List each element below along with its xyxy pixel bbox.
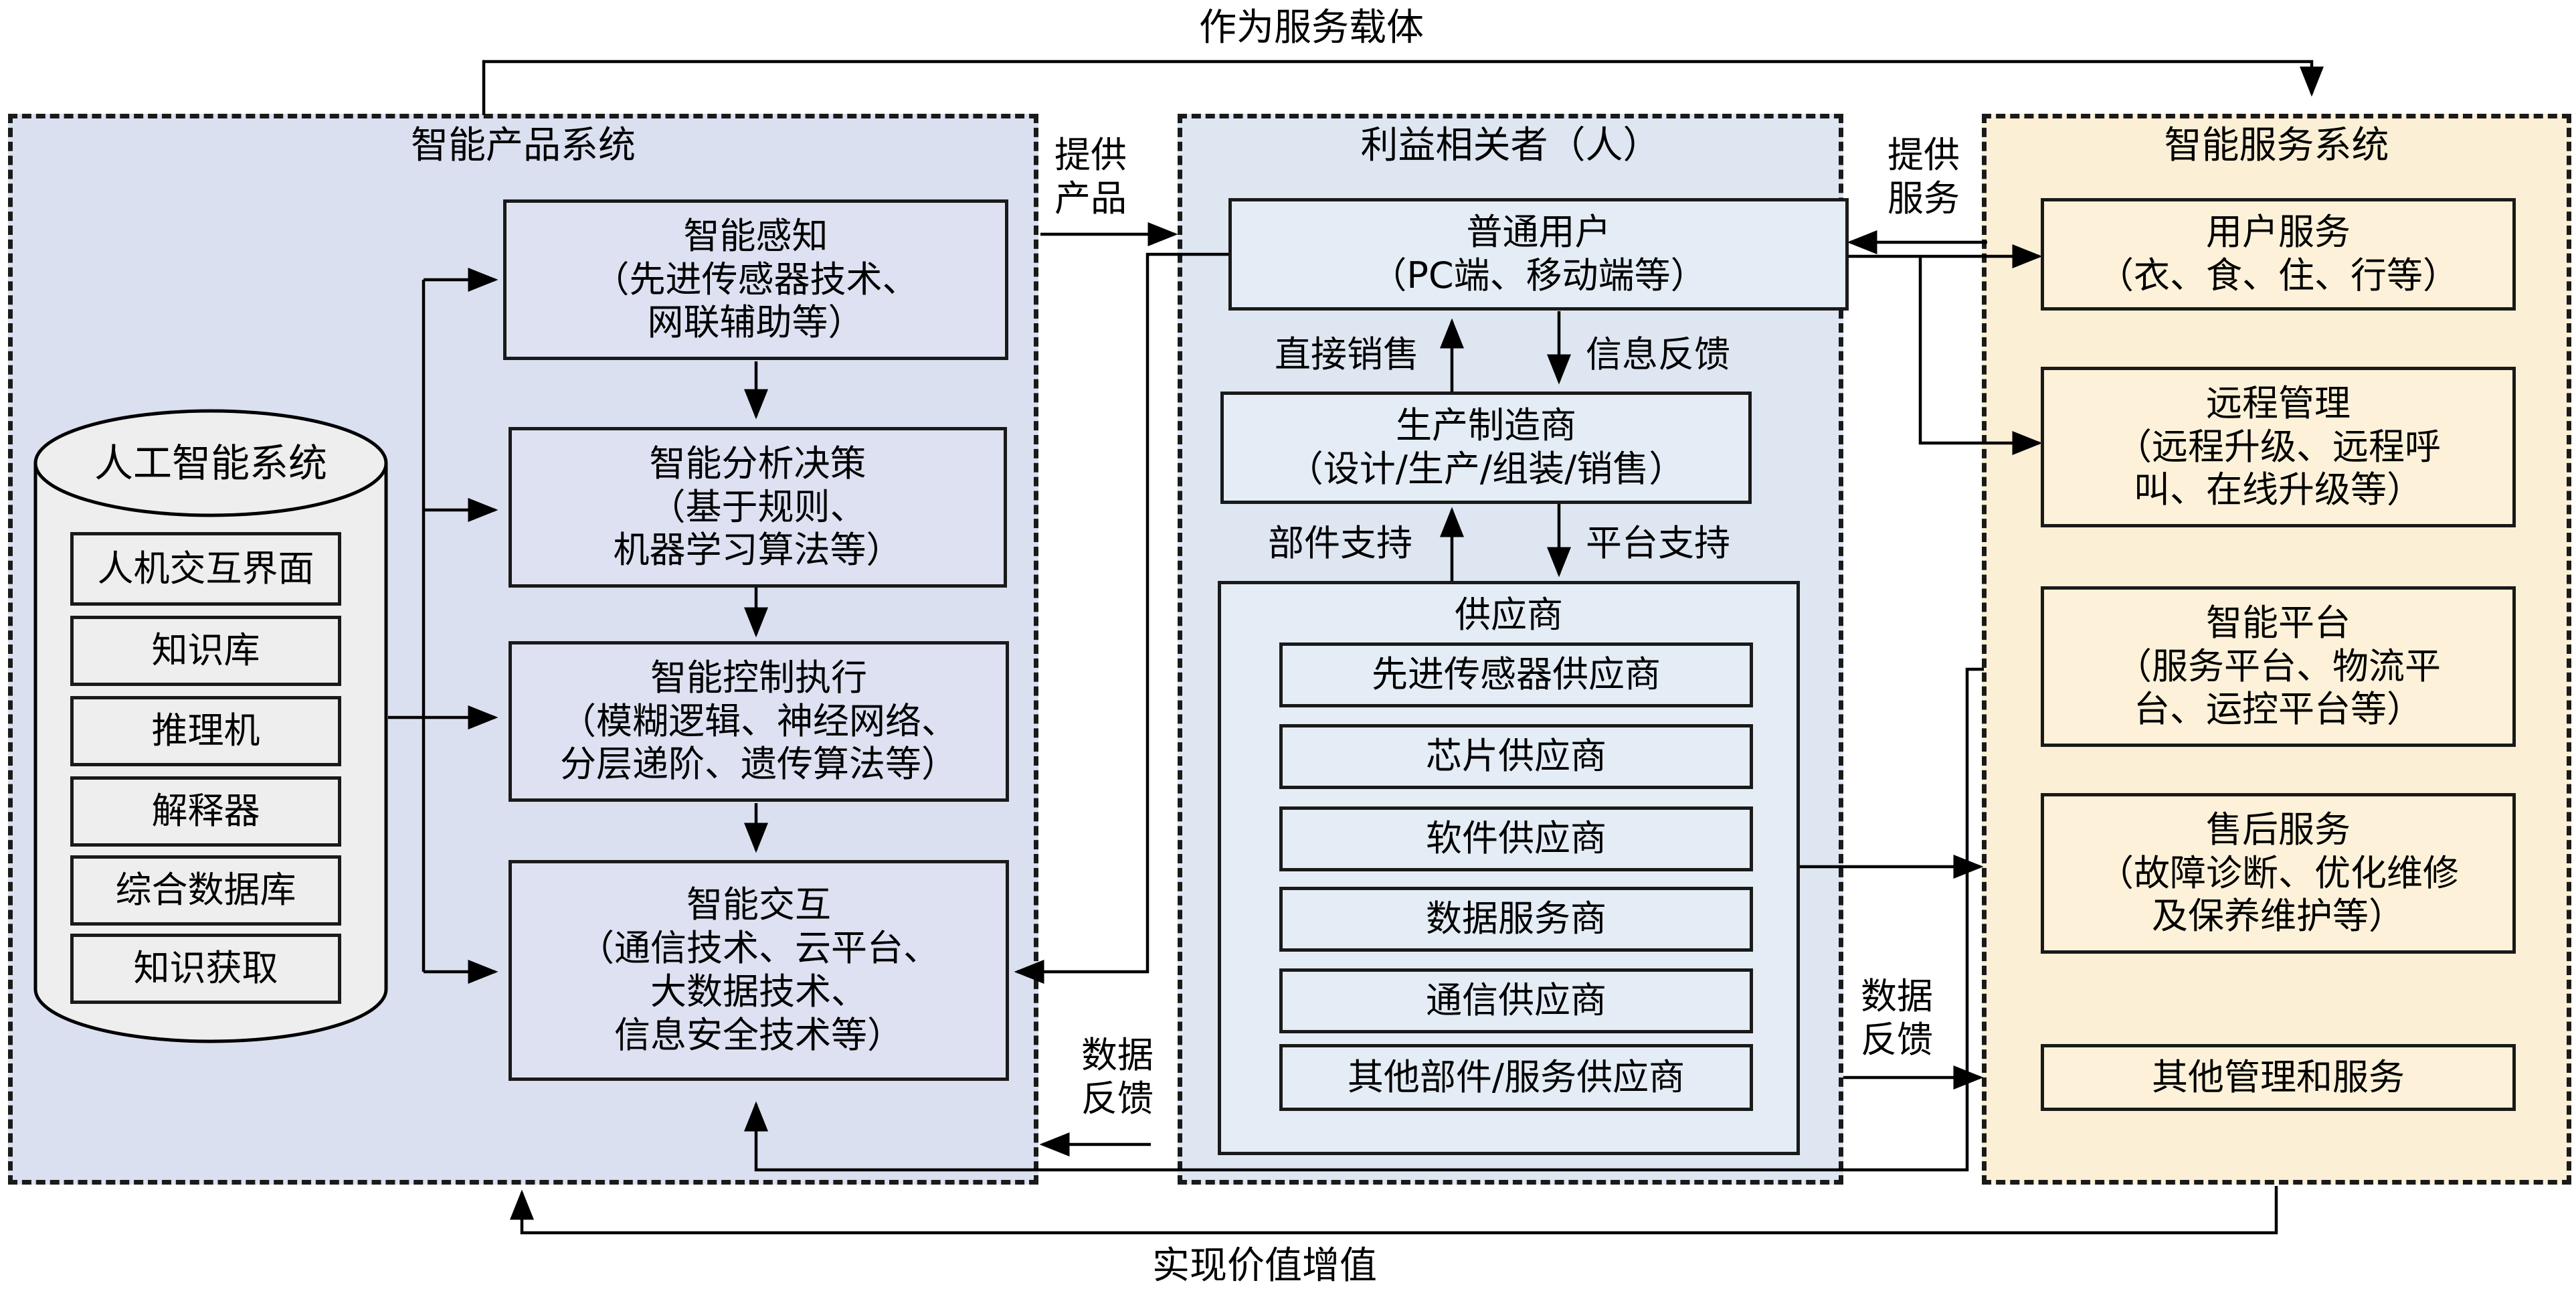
supplier-item: 其他部件/服务供应商 (1279, 1044, 1753, 1111)
value-added-label: 实现价值增值 (1152, 1244, 1377, 1288)
platform-support-label: 平台支持 (1586, 522, 1730, 564)
ai-item: 综合数据库 (70, 855, 341, 926)
data-feedback-right-label: 数据反馈 (1861, 975, 1933, 1061)
provide-product-label: 提供产品 (1054, 134, 1127, 220)
info-feedback-label: 信息反馈 (1586, 333, 1730, 375)
serve-carrier-label: 作为服务载体 (1199, 6, 1424, 50)
module-control: 智能控制执行 （模糊逻辑、神经网络、 分层递阶、遗传算法等） (509, 641, 1009, 802)
ai-item: 推理机 (70, 696, 341, 766)
supplier-item: 通信供应商 (1279, 968, 1753, 1033)
service-remote-mgmt: 远程管理 （远程升级、远程呼 叫、在线升级等） (2041, 367, 2516, 527)
service-platform: 智能平台 （服务平台、物流平 台、运控平台等） (2041, 586, 2516, 747)
ai-item: 知识获取 (70, 934, 341, 1004)
service-user: 用户服务 （衣、食、住、行等） (2041, 198, 2516, 311)
supplier-item: 芯片供应商 (1279, 724, 1753, 789)
direct-sales-label: 直接销售 (1275, 333, 1419, 375)
service-other: 其他管理和服务 (2041, 1044, 2516, 1111)
supplier-item: 数据服务商 (1279, 887, 1753, 952)
manufacturer-box: 生产制造商 （设计/生产/组装/销售） (1220, 392, 1752, 504)
product-system-title: 智能产品系统 (411, 124, 636, 167)
service-after-sales: 售后服务 （故障诊断、优化维修 及保养维护等） (2041, 793, 2516, 954)
parts-support-label: 部件支持 (1268, 522, 1412, 564)
supplier-item: 先进传感器供应商 (1279, 642, 1753, 707)
platform-feedback-arrow (744, 667, 1984, 1172)
provide-service-label: 提供服务 (1888, 134, 1960, 220)
to-remote-mgmt-arrow (1918, 256, 2043, 455)
serve-carrier-arrow (482, 60, 2324, 115)
module-interaction: 智能交互 （通信技术、云平台、 大数据技术、 信息安全技术等） (509, 860, 1009, 1081)
data-feedback-left-label: 数据反馈 (1081, 1034, 1154, 1120)
service-system-title: 智能服务系统 (2164, 124, 2389, 167)
ai-item: 人机交互界面 (70, 532, 341, 606)
ai-item: 知识库 (70, 616, 341, 686)
module-sensing: 智能感知 （先进传感器技术、 网联辅助等） (503, 199, 1008, 360)
user-to-interaction-arrow (1014, 252, 1228, 984)
supplier-item: 软件供应商 (1279, 806, 1753, 871)
stakeholder-title: 利益相关者（人） (1360, 124, 1661, 167)
ai-system-title: 人工智能系统 (94, 440, 327, 486)
value-added-arrow (510, 1186, 2278, 1235)
ai-item: 解释器 (70, 776, 341, 847)
module-analysis: 智能分析决策 （基于规则、 机器学习算法等） (509, 427, 1007, 588)
user-box: 普通用户 （PC端、移动端等） (1228, 198, 1849, 311)
